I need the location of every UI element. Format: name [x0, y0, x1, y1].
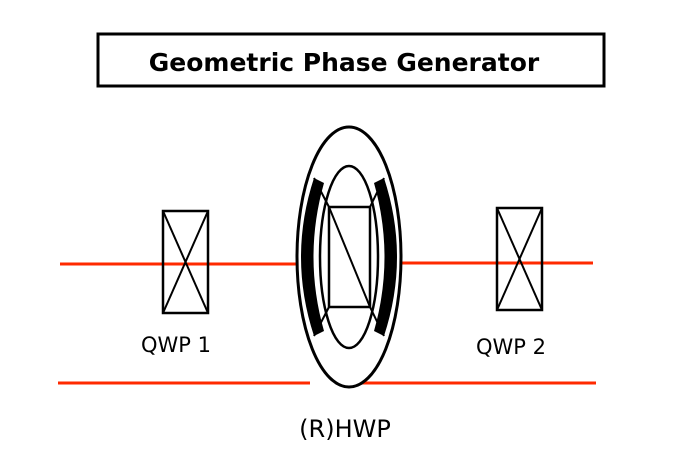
qwp2-diagonal-b: [496, 207, 543, 311]
qwp1-frame: [161, 209, 210, 315]
title-box: Geometric Phase Generator: [96, 32, 606, 88]
hwp-rotation-mount: [295, 125, 403, 389]
hwp-left-bearing: [301, 178, 324, 336]
qwp1-waveplate: [161, 209, 210, 315]
qwp2-frame: [495, 206, 544, 312]
hwp-plate-diagonal: [328, 206, 371, 308]
hwp-label: (R)HWP: [299, 415, 391, 443]
hwp-right-bearing: [374, 178, 397, 336]
hwp-spoke-bottom-right: [369, 306, 385, 337]
hwp-spoke-bottom-left: [313, 306, 330, 337]
qwp2-label: QWP 2: [476, 335, 546, 359]
diagram-title: Geometric Phase Generator: [149, 48, 540, 77]
hwp-spoke-top-right: [369, 177, 385, 208]
qwp2-waveplate: [495, 206, 544, 312]
qwp1-diagonal-b: [162, 210, 209, 314]
title-frame: [96, 32, 606, 88]
qwp1-label: QWP 1: [141, 333, 211, 357]
hwp-spoke-top-left: [313, 177, 330, 208]
